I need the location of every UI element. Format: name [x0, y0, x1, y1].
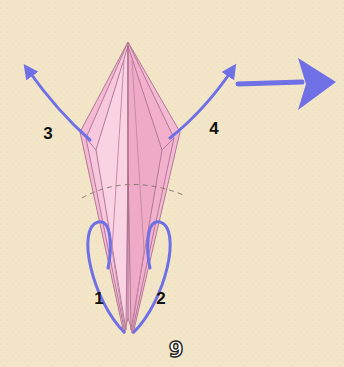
- next-step-arrow: [238, 58, 336, 110]
- step-number: 9: [169, 340, 184, 361]
- callout-number: 4: [209, 120, 218, 137]
- folded-paper: [80, 42, 180, 334]
- fold-loop: [134, 222, 170, 332]
- callout-number: 1: [94, 290, 103, 307]
- fold-arrows: [28, 70, 232, 332]
- fold-line: [82, 184, 186, 198]
- callout-number: 2: [156, 290, 165, 307]
- callout-number: 3: [43, 125, 52, 142]
- fold-arrow: [28, 70, 90, 140]
- fold-loop: [88, 222, 124, 332]
- fold-arrow: [170, 70, 232, 138]
